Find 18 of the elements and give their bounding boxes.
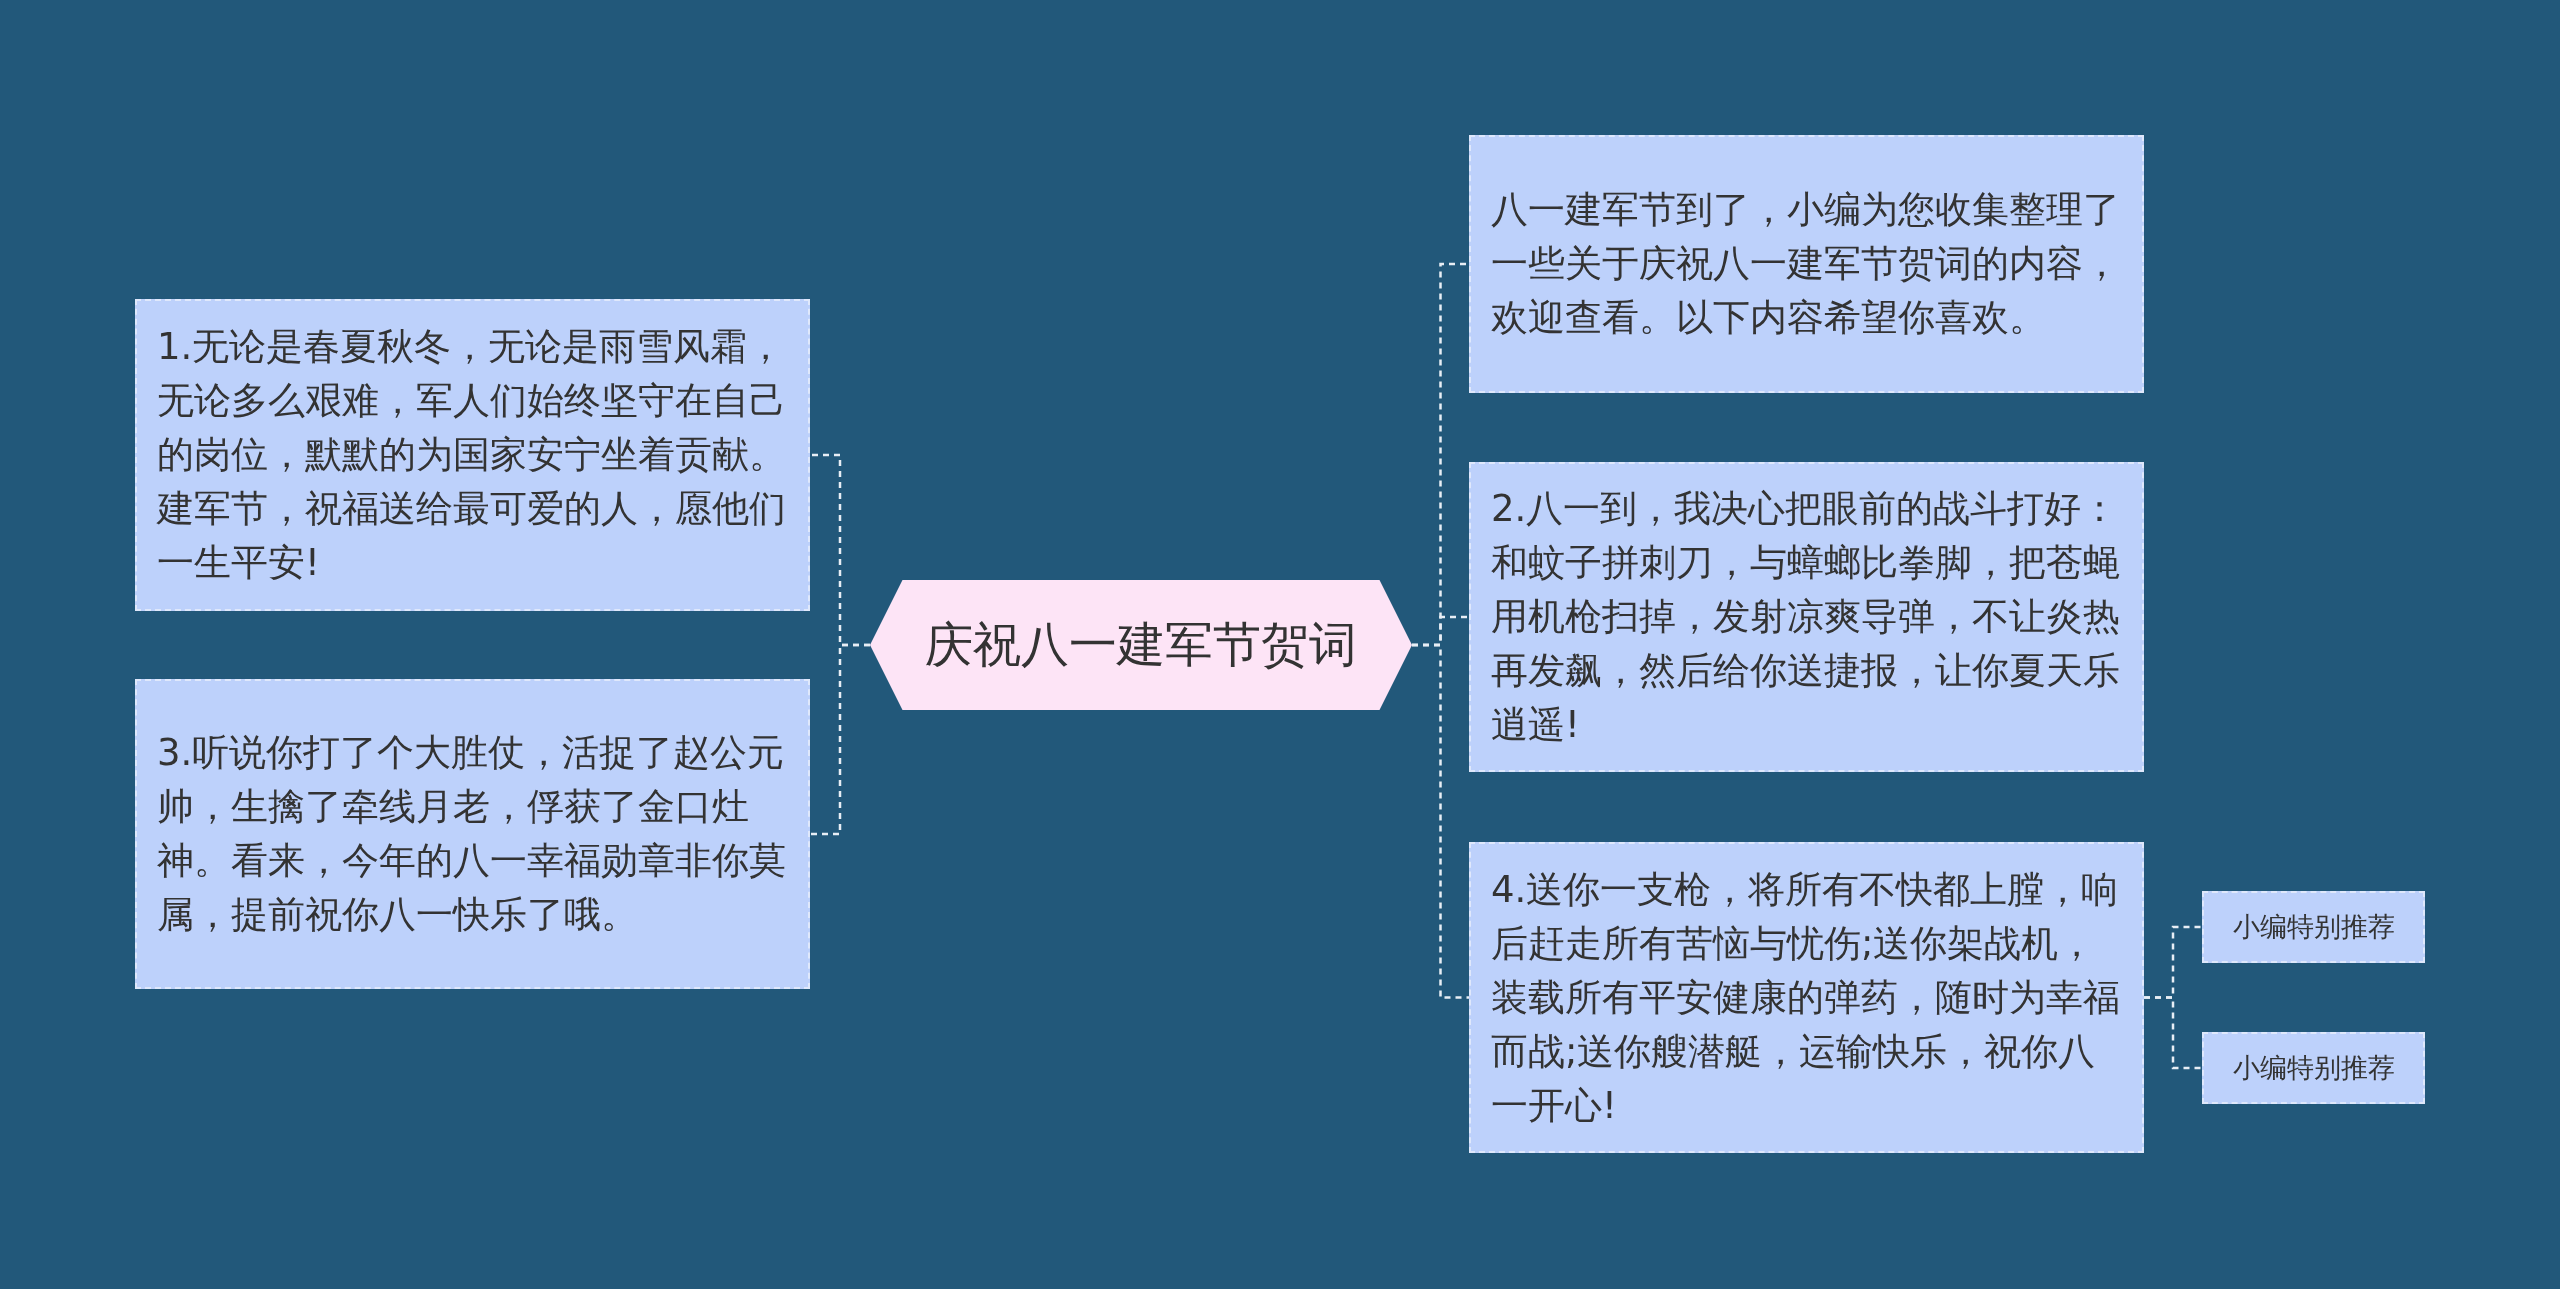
connector-line: [2144, 996, 2202, 1070]
subtopic-box: [2202, 1032, 2425, 1104]
topic-text: 4.送你一支枪，将所有不快都上膛，响后赶走所有苦恼与忧伤;送你架战机，装载所有平安健康的弹药，随时为幸福而战;送你艘潜艇，运输快乐，祝你八一开心!: [1491, 866, 2121, 1129]
topic-text: 八一建军节到了，小编为您收集整理了一些关于庆祝八一建军节贺词的内容，欢迎查看。以下内容希望你喜欢。: [1491, 187, 2121, 341]
topic-box: [135, 299, 810, 611]
topic-box: [1469, 462, 2144, 772]
topic-box: [1469, 135, 2144, 393]
connector-line: [1412, 643, 1469, 999]
topic-text: 庆祝八一建军节贺词: [925, 615, 1357, 674]
topic-text: 小编特别推荐: [2232, 910, 2395, 944]
topic-text: 1.无论是春夏秋冬，无论是雨雪风霜，无论多么艰难，军人们始终坚守在自己的岗位，默默的为国家安宁坐着贡献。建军节，祝福送给最可爱的人，愿他们一生平安!: [157, 324, 787, 586]
topic-box: [135, 679, 810, 989]
connector-line: [810, 643, 870, 836]
topic-text: 2.八一到，我决心把眼前的战斗打好：和蚊子拼刺刀，与蟑螂比拳脚，把苍蝇用机枪扫掉，发射凉爽导弹，不让炎热再发飙，然后给你送捷报，让你夏天乐逍遥!: [1491, 486, 2121, 748]
subtopic-box: [2202, 891, 2425, 963]
topic-text: 3.听说你打了个大胜仗，活捉了赵公元帅，生擒了牵线月老，俘获了金口灶神。看来，今年的八一幸福勋章非你莫属，提前祝你八一快乐了哦。: [157, 730, 787, 938]
topic-text: 小编特别推荐: [2232, 1051, 2395, 1085]
topic-box: [1469, 842, 2144, 1153]
